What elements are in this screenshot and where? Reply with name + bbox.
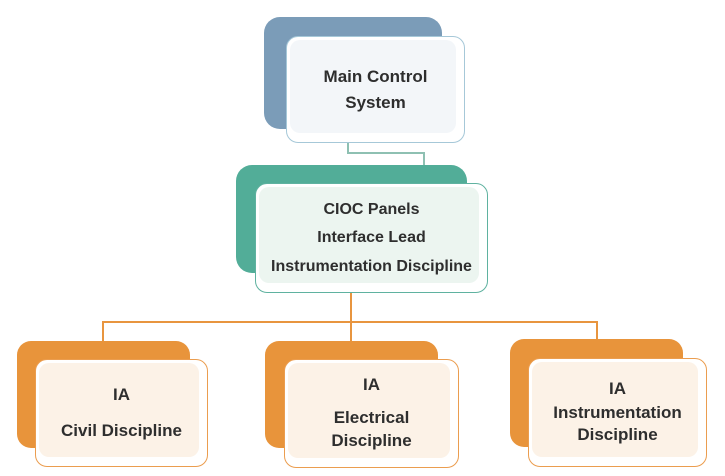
connector-drop-instrumentation bbox=[596, 321, 598, 341]
node-text-line: CIOC Panels bbox=[323, 201, 420, 219]
node-text-line: Instrumentation Discipline bbox=[271, 257, 472, 275]
cioc-panels-node-fill bbox=[259, 187, 479, 283]
node-text-line: Civil Discipline bbox=[61, 421, 182, 440]
node-text-line: Electrical Discipline bbox=[331, 408, 412, 450]
ia-civil-node-fill bbox=[39, 363, 199, 457]
ia-electrical-node-fill bbox=[288, 363, 450, 458]
node-text-line: IA bbox=[609, 378, 626, 398]
connector-drop-civil bbox=[102, 321, 104, 343]
ia-instrumentation-node: IA Instrumentation Discipline bbox=[528, 358, 707, 467]
ia-instrumentation-label: IA Instrumentation Discipline bbox=[529, 378, 706, 448]
connector-root-to-interface-segment bbox=[423, 152, 425, 167]
main-control-system-node: Main Control System bbox=[286, 36, 465, 143]
connector-children-bar bbox=[102, 321, 598, 323]
cioc-panels-node: CIOC Panels Interface Lead Instrumentati… bbox=[255, 183, 488, 293]
node-text-line: IA bbox=[363, 375, 380, 395]
ia-civil-label: IA Civil Discipline bbox=[36, 383, 207, 443]
connector-root-to-interface-segment bbox=[347, 152, 425, 154]
ia-instrumentation-node-fill bbox=[532, 362, 698, 457]
connector-interface-stem bbox=[350, 293, 352, 342]
cioc-panels-label: CIOC Panels Interface Lead Instrumentati… bbox=[256, 198, 487, 278]
node-text-line: Interface Lead bbox=[317, 229, 426, 247]
main-control-system-label: Main Control System bbox=[287, 64, 464, 115]
node-text-line: Instrumentation Discipline bbox=[553, 402, 682, 445]
connector-root-to-interface-segment bbox=[347, 143, 349, 154]
node-text-line: IA bbox=[113, 385, 130, 405]
ia-electrical-node: IA Electrical Discipline bbox=[284, 359, 459, 468]
main-control-system-node-fill bbox=[290, 40, 456, 133]
ia-civil-node: IA Civil Discipline bbox=[35, 359, 208, 467]
node-text-line: Main Control System bbox=[323, 67, 428, 112]
ia-electrical-label: IA Electrical Discipline bbox=[285, 374, 458, 453]
